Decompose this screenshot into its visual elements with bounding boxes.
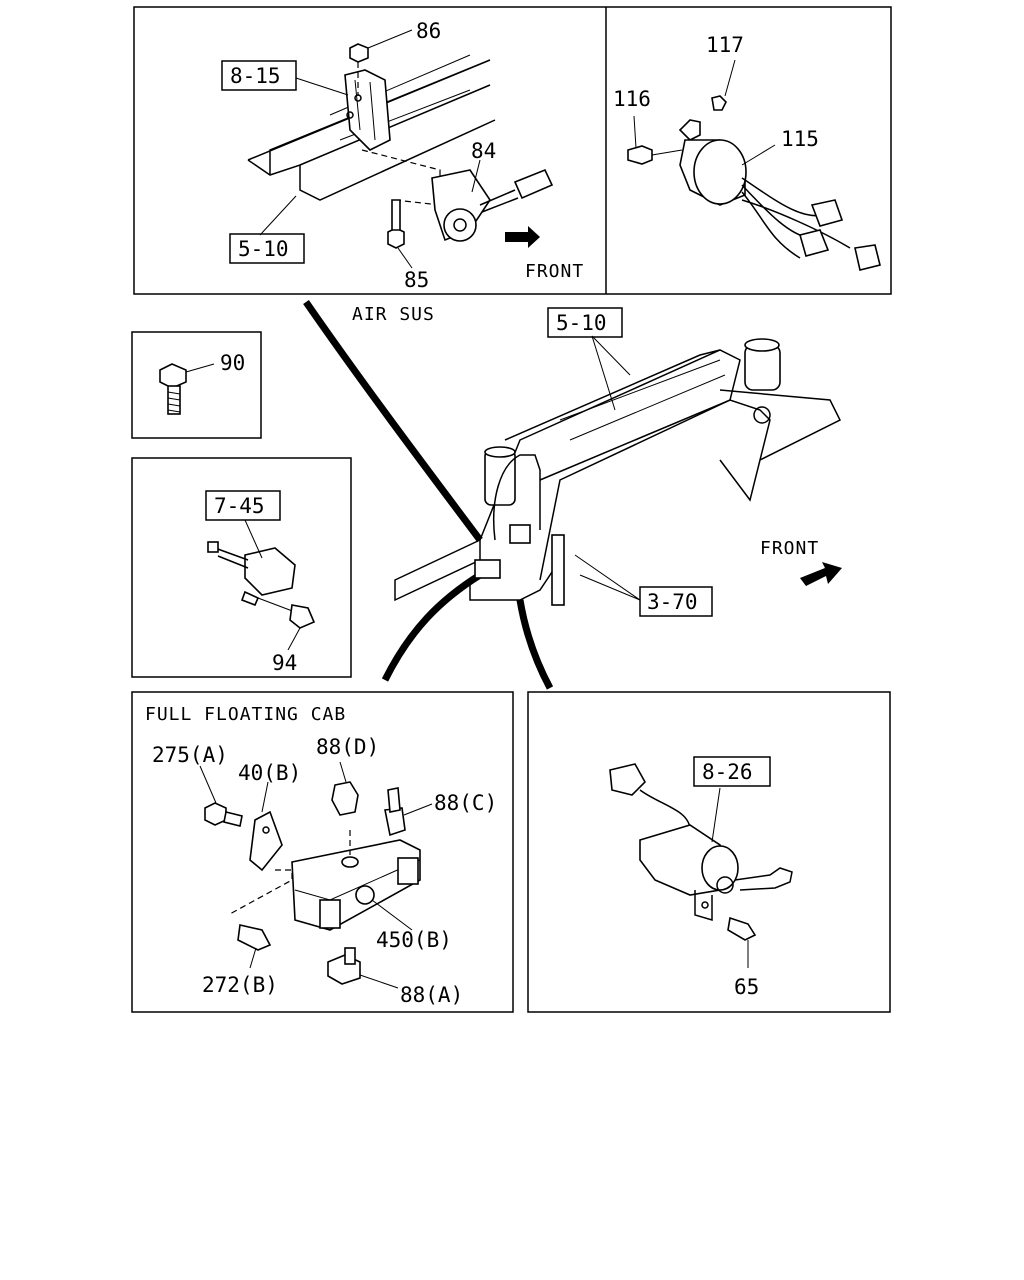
label-5-10-center: 5-10 — [556, 311, 607, 335]
center-labels: AIR SUS 5-10 FRONT 3-70 — [352, 304, 819, 617]
bottom-left-drawing — [199, 761, 433, 989]
label-front-top: FRONT — [525, 261, 584, 282]
top-right-drawing — [627, 59, 881, 271]
label-front-center: FRONT — [760, 538, 819, 559]
label-3-70: 3-70 — [647, 590, 698, 614]
top-right-labels: 117 116 115 — [613, 33, 819, 151]
label-40b: 40(B) — [238, 761, 301, 785]
label-275a: 275(A) — [152, 743, 228, 767]
box-8-15 — [221, 60, 297, 91]
label-65: 65 — [734, 975, 759, 999]
label-8-15: 8-15 — [230, 64, 281, 88]
panel-frames — [131, 6, 892, 1013]
label-85: 85 — [404, 268, 429, 292]
box-7-45 — [205, 490, 281, 521]
small-box-labels: 90 7-45 94 — [205, 351, 297, 675]
label-450b: 450(B) — [376, 928, 452, 952]
label-88c: 88(C) — [434, 791, 497, 815]
box-5-10-center — [547, 307, 623, 338]
label-116: 116 — [613, 87, 651, 111]
box-3-70 — [639, 586, 713, 617]
bottom-right-drawing — [609, 763, 793, 968]
label-272b: 272(B) — [202, 973, 278, 997]
label-air-sus: AIR SUS — [352, 304, 435, 325]
label-7-45: 7-45 — [214, 494, 265, 518]
label-5-10-top: 5-10 — [238, 237, 289, 261]
label-94: 94 — [272, 651, 297, 675]
label-117: 117 — [706, 33, 744, 57]
switch-box-drawing — [207, 519, 316, 651]
label-8-26: 8-26 — [702, 760, 753, 784]
label-88d: 88(D) — [316, 735, 379, 759]
caption-full-floating-cab: FULL FLOATING CAB — [145, 704, 346, 725]
bottom-left-labels: FULL FLOATING CAB 275(A) 40(B) 88(D) 88(… — [145, 704, 497, 1007]
bolt-box-drawing — [159, 363, 215, 415]
top-left-drawing — [247, 29, 554, 269]
top-left-labels: 86 8-15 84 5-10 85 FRONT — [221, 19, 584, 292]
box-8-26 — [693, 756, 771, 787]
label-86: 86 — [416, 19, 441, 43]
label-115: 115 — [781, 127, 819, 151]
center-drawing — [303, 300, 842, 690]
box-5-10-top — [229, 233, 305, 264]
label-90: 90 — [220, 351, 245, 375]
label-88a: 88(A) — [400, 983, 463, 1007]
label-84: 84 — [471, 139, 496, 163]
bottom-right-labels: 8-26 65 — [693, 756, 771, 999]
